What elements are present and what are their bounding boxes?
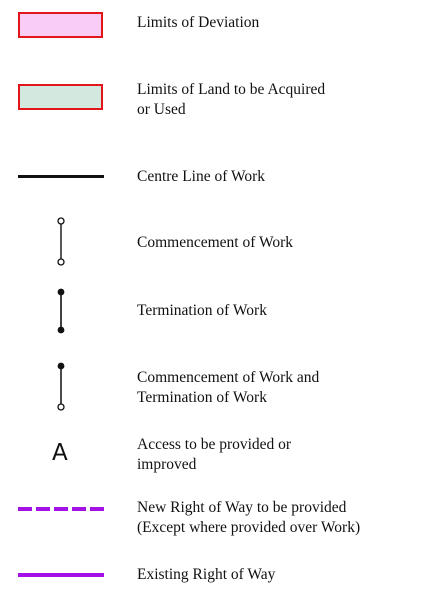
legend-label-line: New Right of Way to be provided <box>137 499 347 516</box>
legend-label-line: Termination of Work <box>137 389 267 406</box>
legend-label-line: Commencement of Work and <box>137 369 320 386</box>
legend-label-line: or Used <box>137 101 186 118</box>
legend-label-line: (Except where provided over Work) <box>137 519 361 536</box>
legend-label-line: Existing Right of Way <box>137 566 276 583</box>
legend-label: Centre Line of Work <box>137 167 265 187</box>
legend-label: Access to be provided or improved <box>137 435 291 475</box>
legend-label: Commencement of Work and Termination of … <box>137 368 319 408</box>
legend-label-line: Commencement of Work <box>137 234 294 251</box>
legend-label-line: improved <box>137 456 197 473</box>
legend-label-line: Access to be provided or <box>137 436 292 453</box>
access-letter-symbol: A <box>52 440 68 466</box>
legend-label-line: Termination of Work <box>137 302 267 319</box>
legend-label: New Right of Way to be provided (Except … <box>137 498 360 538</box>
legend-label: Commencement of Work <box>137 233 293 253</box>
limits-of-land-swatch <box>18 84 103 110</box>
existing-right-of-way-swatch <box>18 573 104 577</box>
legend-label: Limits of Deviation <box>137 13 259 33</box>
legend-label: Termination of Work <box>137 301 267 321</box>
legend-label-line: Centre Line of Work <box>137 168 266 185</box>
centre-line-swatch <box>18 175 104 178</box>
legend-label-line: Limits of Deviation <box>137 14 260 31</box>
legend-label: Existing Right of Way <box>137 565 275 585</box>
limits-of-deviation-swatch <box>18 12 103 38</box>
legend-label: Limits of Land to be Acquired or Used <box>137 80 325 120</box>
legend-label-line: Limits of Land to be Acquired <box>137 81 326 98</box>
